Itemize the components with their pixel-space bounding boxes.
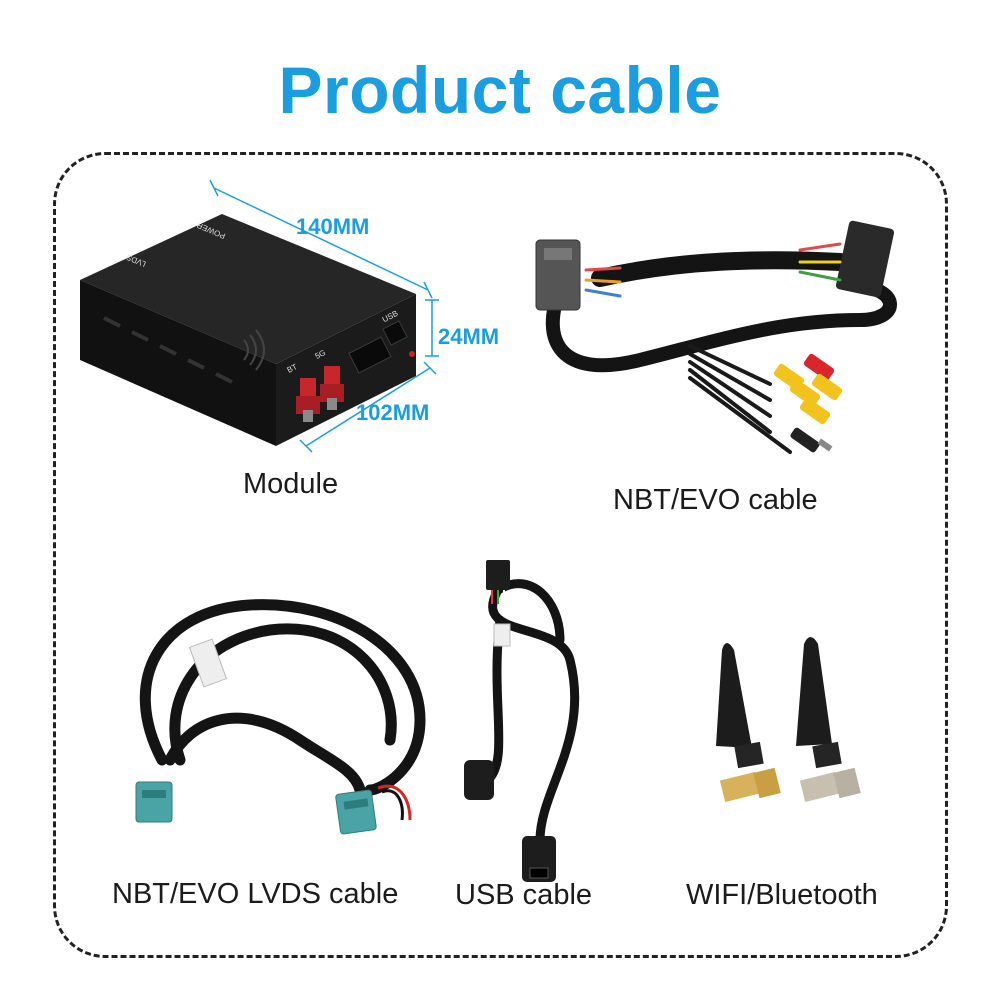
antennas-caption: WIFI/Bluetooth [686,879,878,911]
module-width-label: 102MM [356,400,430,425]
module-height-label: 24MM [438,324,500,349]
module-caption: Module [243,468,339,500]
page-title: Product cable [278,53,722,127]
usb-cable-caption: USB cable [455,879,593,911]
lvds-cable-caption: NBT/EVO LVDS cable [112,878,399,910]
module-length-label: 140MM [296,214,370,239]
nbt-evo-cable-caption: NBT/EVO cable [613,484,818,516]
product-frame [53,152,948,958]
